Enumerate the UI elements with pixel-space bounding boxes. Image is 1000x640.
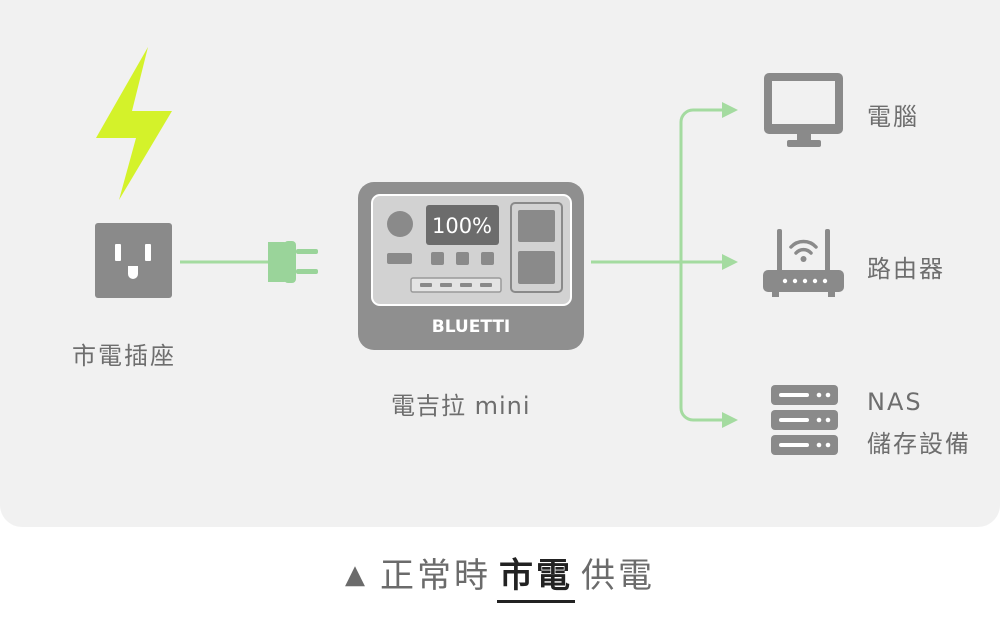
caption-prefix: 正常時: [380, 556, 491, 596]
station-brand: BLUETTI: [432, 317, 511, 337]
nas-label-line1: NAS: [867, 388, 923, 416]
triangle-icon: ▲: [345, 560, 368, 590]
lightning-icon: [96, 47, 172, 200]
caption-suffix: 供電: [581, 556, 655, 596]
router-icon: [763, 229, 844, 297]
station-label: 電吉拉 mini: [391, 392, 531, 420]
battery-display-screen: [426, 205, 499, 245]
battery-percentage: 100%: [432, 214, 492, 238]
wall-outlet-icon: [95, 223, 172, 298]
nas-server-icon: [771, 385, 838, 455]
power-station-icon: [358, 182, 584, 350]
output-lines: [591, 108, 726, 422]
plug-icon: [268, 241, 318, 283]
router-label: 路由器: [867, 255, 945, 283]
output-arrowheads: [722, 102, 738, 428]
caption-emphasis: 市電: [497, 556, 575, 603]
nas-label-line2: 儲存設備: [867, 430, 971, 458]
computer-monitor-icon: [764, 73, 843, 147]
computer-label: 電腦: [867, 103, 919, 131]
caption: ▲ 正常時市電供電: [0, 548, 1000, 603]
outlet-label: 市電插座: [72, 342, 176, 370]
wifi-icon: [789, 239, 818, 255]
